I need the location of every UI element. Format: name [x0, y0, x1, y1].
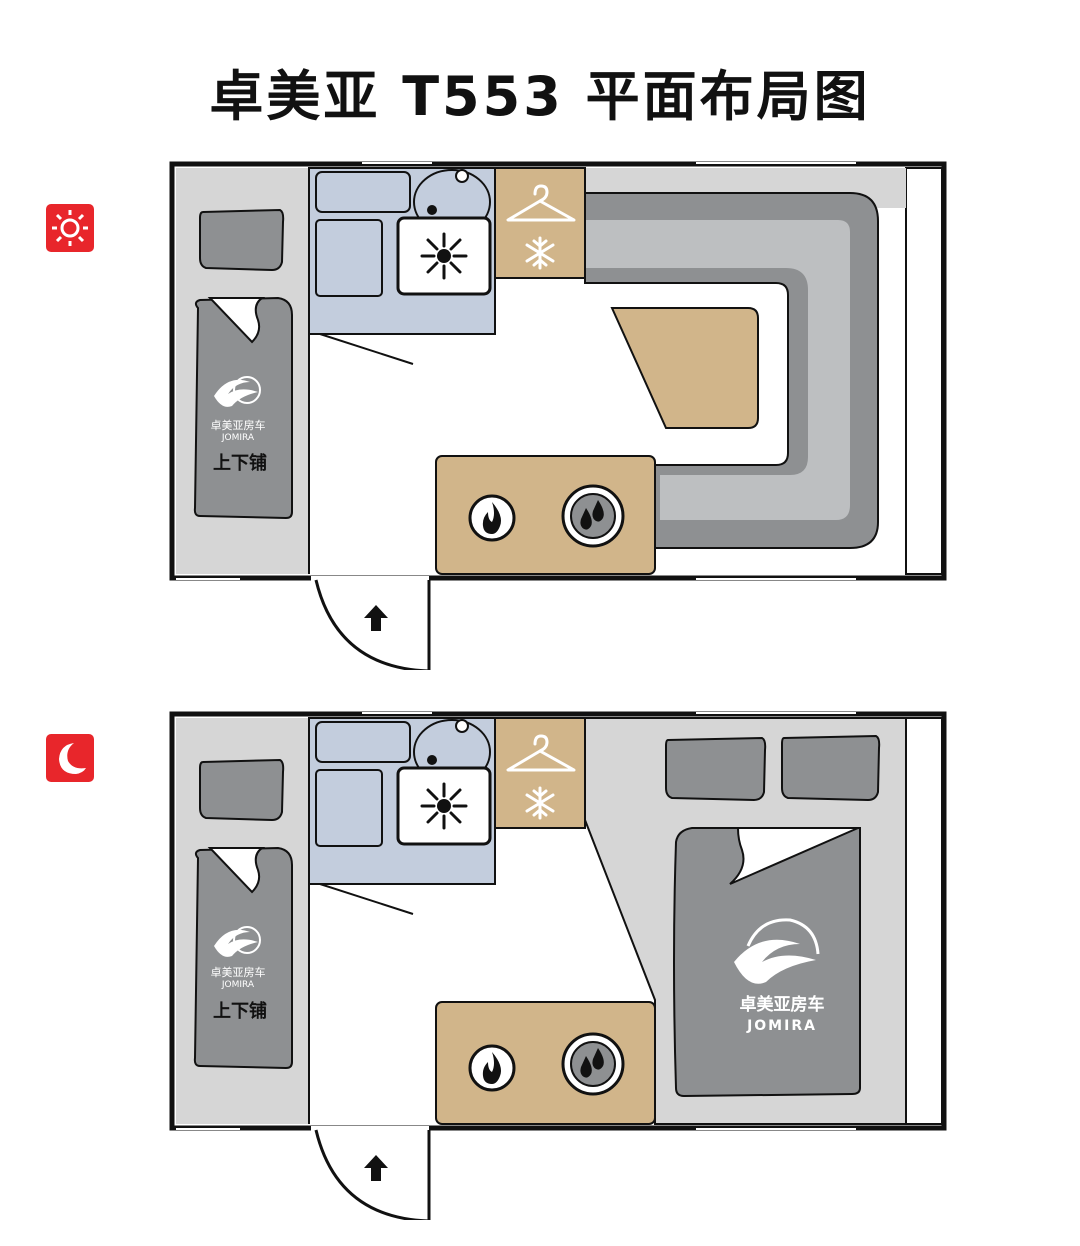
pillow-icon — [199, 758, 285, 822]
bunk-logo-en: JOMIRA — [221, 433, 255, 443]
water-drop-icon — [561, 484, 625, 548]
page-title: 卓美亚 T553 平面布局图 — [209, 65, 871, 128]
jomira-logo-icon — [214, 926, 261, 957]
pillow-icon — [665, 736, 767, 802]
bunk-bed: 卓美亚房车 JOMIRA 上下铺 — [193, 846, 293, 1070]
bunk-bed: 卓美亚房车 JOMIRA 上下铺 — [193, 296, 293, 520]
arrow-up-icon — [364, 605, 388, 631]
bunk-logo-brand: 卓美亚房车 — [211, 418, 266, 432]
bunk-logo-brand: 卓美亚房车 — [211, 965, 266, 979]
entry-door — [314, 1129, 431, 1220]
bunk-label: 上下铺 — [213, 1000, 267, 1022]
day-floor-plan: 卓美亚房车 JOMIRA 上下铺 — [0, 150, 1080, 670]
arrow-up-icon — [364, 1155, 388, 1181]
burner-icon — [396, 766, 492, 846]
water-drop-icon — [561, 1032, 625, 1096]
dining-table — [610, 307, 759, 429]
night-floor-plan: 卓美亚房车 JOMIRA — [0, 700, 1080, 1220]
hanger-icon — [506, 184, 576, 222]
snowflake-icon — [525, 786, 555, 820]
flame-icon — [468, 1044, 516, 1092]
bunk-logo-en: JOMIRA — [221, 980, 255, 990]
jomira-logo-icon — [734, 918, 820, 984]
entry-door — [314, 579, 431, 670]
burner-icon — [396, 216, 492, 296]
bunk-label: 上下铺 — [213, 452, 267, 474]
snowflake-icon — [525, 236, 555, 270]
double-bed: 卓美亚房车 JOMIRA — [673, 827, 861, 1098]
moon-icon — [46, 734, 94, 782]
pillow-icon — [199, 208, 285, 272]
hanger-icon — [506, 734, 576, 772]
bed-logo-en: JOMIRA — [746, 1018, 817, 1034]
jomira-logo-icon — [214, 376, 261, 407]
bed-logo-brand: 卓美亚房车 — [740, 994, 825, 1015]
sun-icon — [46, 204, 94, 252]
pillow-icon — [781, 734, 881, 802]
flame-icon — [468, 494, 516, 542]
